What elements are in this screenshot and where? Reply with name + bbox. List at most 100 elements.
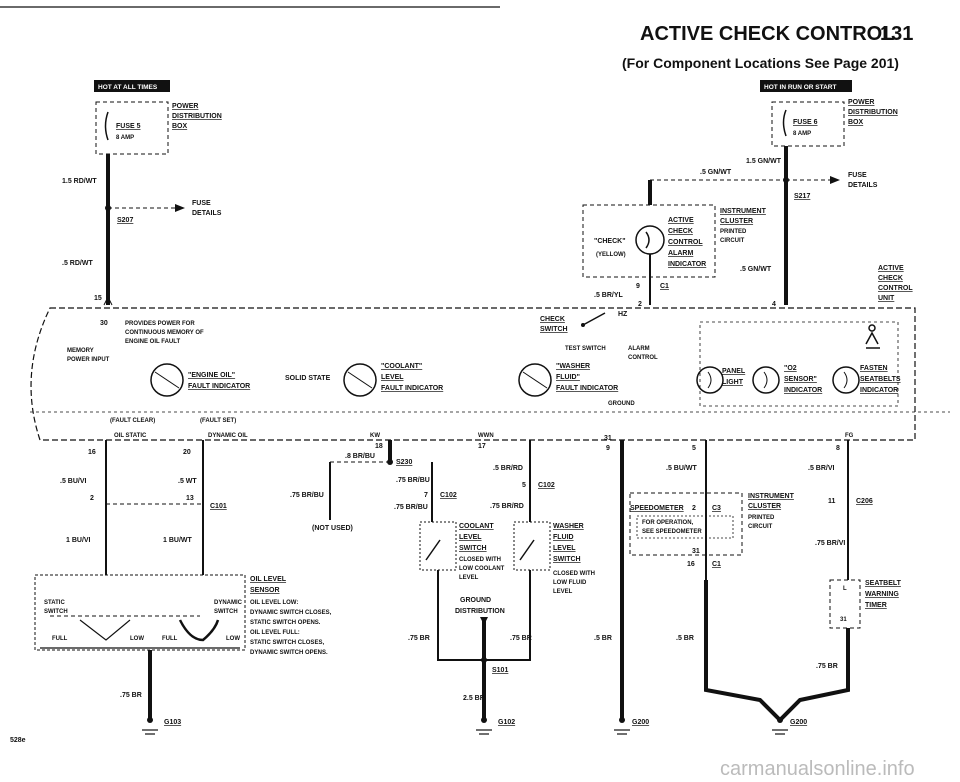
connector-c1-top: C1 bbox=[660, 283, 669, 290]
svg-text:"CHECK": "CHECK" bbox=[594, 238, 626, 245]
ground-distribution: GROUND DISTRIBUTION S101 bbox=[455, 597, 508, 720]
power-distribution-box-right: POWER DISTRIBUTION BOX FUSE 6 8 AMP bbox=[771, 99, 898, 147]
svg-text:FLUID": FLUID" bbox=[556, 374, 580, 381]
svg-text:KW: KW bbox=[370, 433, 380, 439]
svg-text:ACTIVE: ACTIVE bbox=[668, 217, 694, 224]
svg-text:.5 BR/RD: .5 BR/RD bbox=[493, 465, 523, 472]
svg-text:DYNAMIC SWITCH CLOSES,: DYNAMIC SWITCH CLOSES, bbox=[250, 610, 332, 616]
seatbelt-lamp-icon bbox=[832, 366, 860, 394]
svg-text:2: 2 bbox=[90, 495, 94, 502]
svg-text:"ENGINE OIL": "ENGINE OIL" bbox=[188, 372, 235, 379]
oil-level-sensor: STATIC SWITCH DYNAMIC SWITCH FULL LOW FU… bbox=[34, 574, 246, 651]
svg-text:8 AMP: 8 AMP bbox=[793, 131, 811, 137]
svg-text:OIL LEVEL LOW:: OIL LEVEL LOW: bbox=[250, 600, 298, 606]
indicator-panel bbox=[699, 321, 899, 407]
splice-s217: S217 bbox=[794, 193, 810, 200]
svg-text:.75 BR/RD: .75 BR/RD bbox=[490, 503, 524, 510]
svg-text:LOW: LOW bbox=[130, 636, 144, 642]
svg-text:FAULT INDICATOR: FAULT INDICATOR bbox=[188, 383, 250, 390]
fuse-6-label: FUSE 6 bbox=[793, 119, 818, 126]
svg-text:.5 BU/VI: .5 BU/VI bbox=[60, 478, 87, 485]
svg-text:TIMER: TIMER bbox=[865, 602, 887, 609]
fasten-seatbelts-indicator: FASTEN SEATBELTS INDICATOR bbox=[832, 324, 901, 394]
svg-text:LOW COOLANT: LOW COOLANT bbox=[459, 566, 505, 572]
svg-text:18: 18 bbox=[375, 443, 383, 450]
svg-text:WWN: WWN bbox=[478, 433, 494, 439]
page-code: 528e bbox=[10, 737, 26, 744]
svg-text:SWITCH: SWITCH bbox=[44, 609, 68, 615]
svg-text:5: 5 bbox=[692, 445, 696, 452]
svg-text:GROUND: GROUND bbox=[608, 401, 635, 407]
fuse-6-icon bbox=[782, 109, 787, 137]
coolant-fault-indicator: "COOLANT" LEVEL FAULT INDICATOR bbox=[343, 363, 443, 397]
washer-fault-indicator: "WASHER FLUID" FAULT INDICATOR bbox=[518, 363, 618, 397]
svg-text:(YELLOW): (YELLOW) bbox=[596, 252, 626, 258]
svg-text:CLUSTER: CLUSTER bbox=[720, 218, 753, 225]
page-number: 131 bbox=[880, 23, 913, 45]
svg-text:OIL STATIC: OIL STATIC bbox=[114, 433, 147, 439]
svg-text:FAULT INDICATOR: FAULT INDICATOR bbox=[556, 385, 618, 392]
dynamic-switch-icon bbox=[178, 619, 220, 642]
watermark: carmanualsonline.info bbox=[720, 758, 915, 780]
coolant-level-switch: COOLANT LEVEL SWITCH CLOSED WITH LOW COO… bbox=[419, 521, 505, 581]
check-switch-label: CHECK bbox=[540, 316, 565, 323]
svg-text:FLUID: FLUID bbox=[553, 534, 574, 541]
svg-text:FUSE: FUSE bbox=[192, 200, 211, 207]
oil-level-sensor-notes: OIL LEVEL SENSOR OIL LEVEL LOW: DYNAMIC … bbox=[250, 576, 332, 656]
svg-text:1 BU/WT: 1 BU/WT bbox=[163, 537, 193, 544]
svg-text:LEVEL: LEVEL bbox=[553, 545, 576, 552]
svg-text:.5 WT: .5 WT bbox=[178, 478, 197, 485]
svg-text:13: 13 bbox=[186, 495, 194, 502]
svg-text:.75 BR: .75 BR bbox=[120, 692, 142, 699]
svg-text:FASTEN: FASTEN bbox=[860, 365, 888, 372]
svg-text:HOT AT ALL TIMES: HOT AT ALL TIMES bbox=[98, 84, 158, 91]
svg-text:.75 BR/BU: .75 BR/BU bbox=[290, 492, 324, 499]
coolant-lamp-icon bbox=[343, 363, 377, 397]
badge-hot-at-all-times: HOT AT ALL TIMES bbox=[94, 80, 170, 92]
svg-text:ALARM: ALARM bbox=[628, 346, 650, 352]
svg-text:PRINTED: PRINTED bbox=[720, 229, 747, 235]
ground-g102: G102 bbox=[476, 717, 515, 735]
svg-text:.75 BR/BU: .75 BR/BU bbox=[394, 504, 428, 511]
svg-text:LOW FLUID: LOW FLUID bbox=[553, 580, 587, 586]
active-check-control-unit-label: ACTIVE CHECK CONTROL UNIT bbox=[878, 265, 913, 302]
svg-text:8 AMP: 8 AMP bbox=[116, 135, 134, 141]
svg-text:STATIC SWITCH CLOSES,: STATIC SWITCH CLOSES, bbox=[250, 640, 324, 646]
svg-text:DETAILS: DETAILS bbox=[192, 210, 222, 217]
svg-text:CHECK: CHECK bbox=[878, 275, 903, 282]
svg-text:LOW: LOW bbox=[226, 636, 240, 642]
ground-g103: G103 bbox=[142, 717, 181, 735]
ground-g200-right: G200 bbox=[772, 717, 807, 735]
svg-text:G200: G200 bbox=[632, 719, 649, 726]
svg-text:31: 31 bbox=[692, 548, 700, 555]
engine-oil-fault-indicator: "ENGINE OIL" FAULT INDICATOR bbox=[150, 363, 250, 397]
svg-text:16: 16 bbox=[88, 449, 96, 456]
badge-hot-in-run: HOT IN RUN OR START bbox=[760, 80, 852, 92]
svg-text:SEATBELT: SEATBELT bbox=[865, 580, 902, 587]
svg-text:1.5 GN/WT: 1.5 GN/WT bbox=[746, 158, 782, 165]
svg-text:FG: FG bbox=[845, 433, 854, 439]
svg-text:GROUND: GROUND bbox=[460, 597, 491, 604]
svg-text:"O2: "O2 bbox=[784, 365, 797, 372]
seatbelt-person-icon bbox=[865, 324, 880, 349]
svg-text:.75 BR: .75 BR bbox=[510, 635, 532, 642]
svg-text:STATIC SWITCH OPENS.: STATIC SWITCH OPENS. bbox=[250, 620, 321, 626]
svg-text:FAULT INDICATOR: FAULT INDICATOR bbox=[381, 385, 443, 392]
svg-text:OIL LEVEL FULL:: OIL LEVEL FULL: bbox=[250, 630, 300, 636]
svg-text:CONTINUOUS MEMORY OF: CONTINUOUS MEMORY OF bbox=[125, 330, 204, 336]
ground-g200-center: G200 bbox=[614, 717, 649, 735]
svg-text:11: 11 bbox=[828, 498, 836, 505]
svg-text:2: 2 bbox=[692, 505, 696, 512]
page-subtitle: (For Component Locations See Page 201) bbox=[622, 55, 899, 71]
svg-text:LEVEL: LEVEL bbox=[553, 589, 573, 595]
svg-text:G200: G200 bbox=[790, 719, 807, 726]
svg-text:DISTRIBUTION: DISTRIBUTION bbox=[455, 608, 505, 615]
svg-text:DYNAMIC SWITCH OPENS.: DYNAMIC SWITCH OPENS. bbox=[250, 650, 328, 656]
svg-text:FUSE: FUSE bbox=[848, 172, 867, 179]
fuse-5-icon bbox=[104, 111, 109, 141]
svg-text:HZ: HZ bbox=[618, 311, 628, 318]
svg-text:PROVIDES POWER FOR: PROVIDES POWER FOR bbox=[125, 321, 195, 327]
svg-text:MEMORY: MEMORY bbox=[67, 348, 94, 354]
svg-text:9: 9 bbox=[636, 283, 640, 290]
